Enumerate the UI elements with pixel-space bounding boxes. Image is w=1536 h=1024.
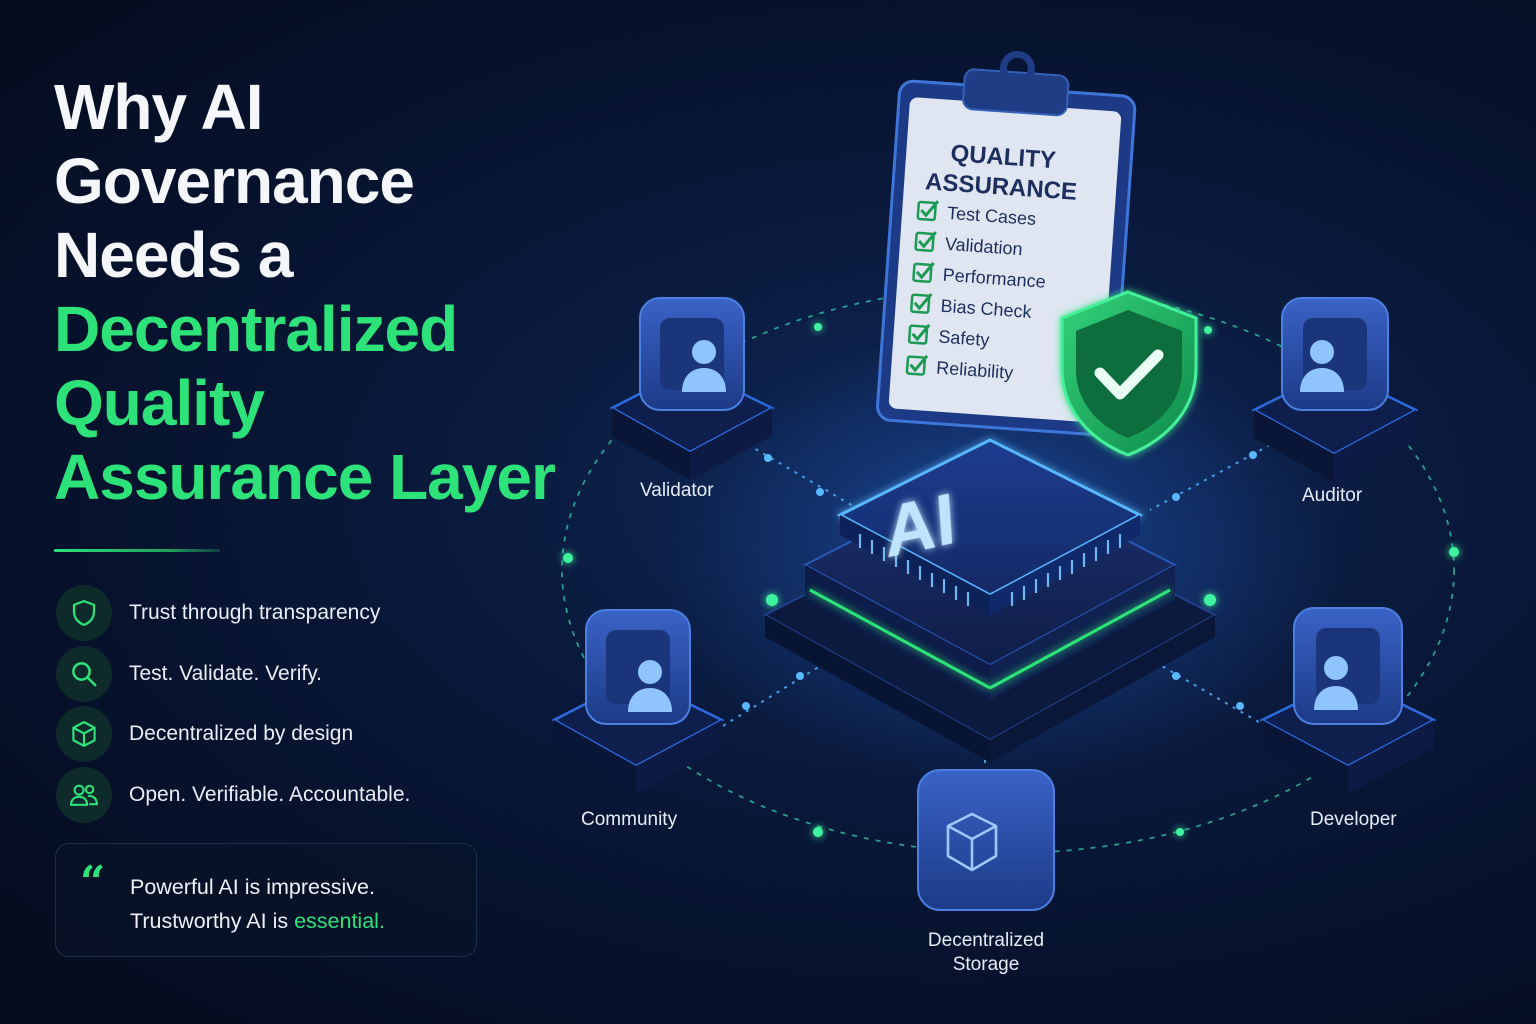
shield-check-icon [1060, 290, 1198, 457]
title-line-1: Why AI [54, 71, 264, 143]
storage-label: Decentralized Storage [916, 929, 1056, 977]
quote-card: “ Powerful AI is impressive. Trustworthy… [55, 843, 477, 957]
connection-lines [699, 439, 1291, 790]
line-dots [742, 451, 1257, 710]
feature-item: Trust through transparency [56, 585, 516, 641]
feature-item: Decentralized by design [56, 706, 516, 762]
auditor-label: Auditor [1302, 485, 1363, 506]
checklist-item: Test Cases [916, 200, 1037, 229]
headline-block: Why AI Governance Needs a Decentralized … [54, 70, 574, 514]
feature-text: Trust through transparency [129, 601, 381, 624]
title-line-4: Decentralized [54, 293, 458, 365]
title-line-6: Assurance Layer [54, 441, 556, 513]
title-line-2: Governance [54, 145, 415, 217]
checklist-item: Bias Check [910, 292, 1033, 322]
quote-icon: “ [80, 857, 106, 908]
quote-line-2-prefix: Trustworthy AI is [130, 909, 295, 933]
cube-icon [56, 706, 112, 762]
quote-text: Powerful AI is impressive. Trustworthy A… [130, 870, 385, 938]
quote-line-1: Powerful AI is impressive. [130, 875, 375, 899]
storage-label-line-1: Decentralized [927, 930, 1045, 951]
validator-label: Validator [640, 480, 714, 501]
shield-icon [56, 585, 112, 641]
feature-text: Open. Verifiable. Accountable. [129, 782, 411, 806]
feature-item: Open. Verifiable. Accountable. [56, 766, 516, 823]
quote-line-2: Trustworthy AI is essential. [130, 904, 385, 938]
developer-label: Developer [1310, 809, 1397, 830]
quote-accent: essential. [294, 909, 385, 933]
title-line-3: Needs a [54, 219, 293, 291]
storage-node [917, 769, 1055, 911]
feature-list: Trust through transparency Test. Validat… [56, 585, 516, 828]
storage-label-line-2: Storage [952, 954, 1020, 975]
feature-item: Test. Validate. Verify. [56, 645, 516, 702]
users-icon [56, 766, 112, 823]
auditor-node [1251, 297, 1419, 482]
community-label: Community [581, 809, 678, 830]
checklist-text: Safety [938, 327, 990, 351]
feature-text: Test. Validate. Verify. [129, 661, 322, 685]
developer-node [1259, 607, 1437, 794]
community-node [551, 609, 725, 794]
checklist-item: Safety [907, 323, 990, 351]
ai-chip-label: AI [882, 478, 958, 573]
cube-icon [946, 812, 998, 872]
title-divider [54, 549, 220, 552]
feature-text: Decentralized by design [129, 722, 354, 745]
ai-platform [762, 438, 1218, 762]
validator-node [609, 297, 775, 480]
page-title: Why AI Governance Needs a Decentralized … [54, 70, 574, 514]
search-icon [56, 645, 112, 702]
title-line-5: Quality [54, 367, 265, 439]
